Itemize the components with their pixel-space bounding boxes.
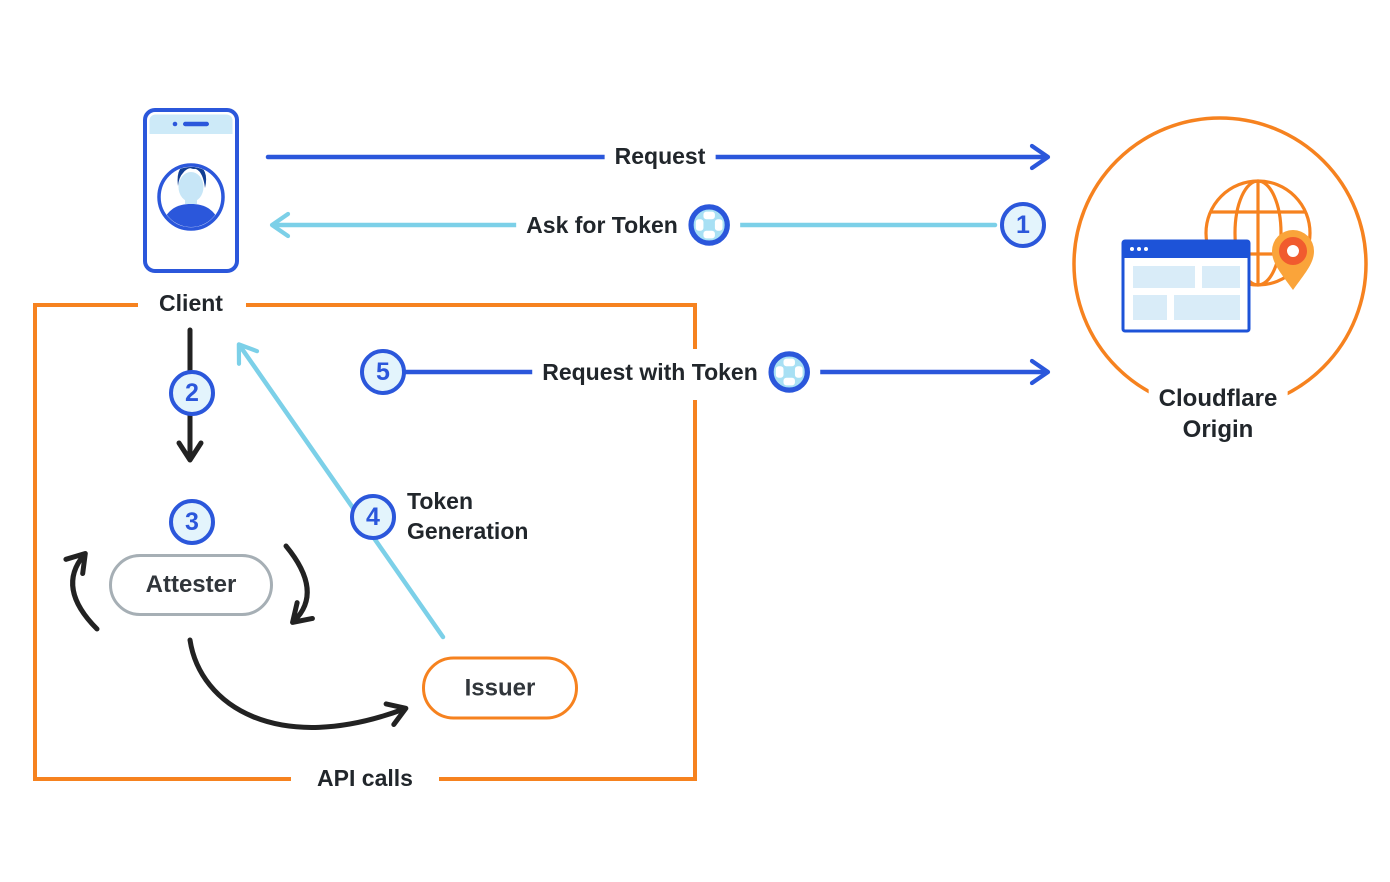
- attester-label: Attester: [145, 571, 237, 598]
- trust-boundary-box: [33, 303, 697, 781]
- step-badge-1: 1: [1000, 202, 1046, 248]
- client-label: Client: [149, 289, 233, 319]
- ask-for-token-label: Ask for Token: [526, 211, 678, 238]
- ask-for-token-label-group: Ask for Token: [516, 202, 740, 248]
- token-generation-label: Token Generation: [407, 488, 529, 544]
- attester-node: Attester: [109, 554, 273, 616]
- location-pin-icon: [1272, 230, 1314, 290]
- issuer-node: Issuer: [422, 656, 578, 720]
- step-badge-5: 5: [360, 349, 406, 395]
- step-badge-3: 3: [169, 499, 215, 545]
- step-badge-4: 4: [350, 494, 396, 540]
- request-label: Request: [604, 142, 716, 172]
- step-badge-2: 2: [169, 370, 215, 416]
- api-calls-label: API calls: [307, 764, 423, 794]
- attester-loop-left-arrow: [63, 550, 100, 632]
- attester-loop-right-arrow: [283, 543, 315, 625]
- token-icon: [768, 351, 810, 393]
- request-with-token-label: Request with Token: [542, 358, 758, 385]
- smartphone-user-icon: [143, 108, 239, 273]
- token-generation-arrow: [236, 342, 446, 640]
- issuer-label: Issuer: [464, 674, 536, 701]
- attester-to-issuer-arrow: [187, 637, 409, 730]
- request-with-token-label-group: Request with Token: [532, 349, 820, 395]
- token-icon: [688, 204, 730, 246]
- origin-label: Cloudflare Origin: [1148, 381, 1288, 447]
- browser-window-icon: [1121, 239, 1251, 333]
